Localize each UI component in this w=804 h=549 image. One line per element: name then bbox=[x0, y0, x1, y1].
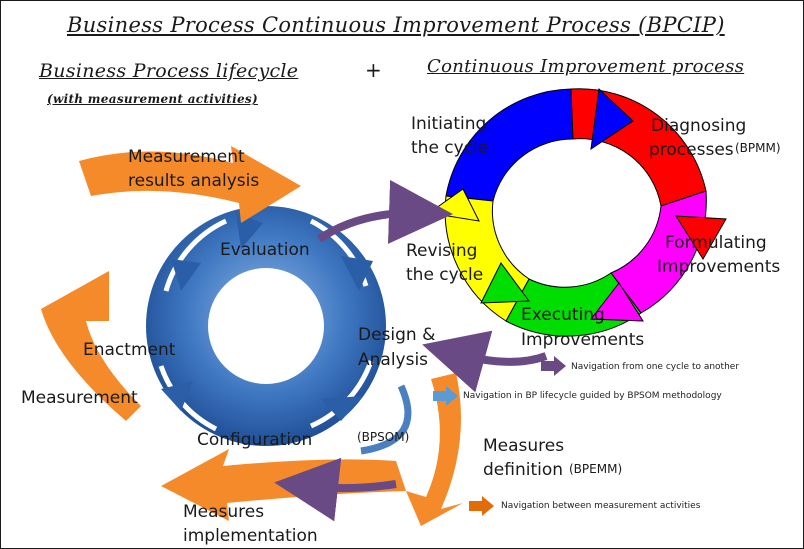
arrow-measurement bbox=[41, 271, 141, 421]
label-design-1: Design & bbox=[358, 325, 436, 345]
arrow-bpsom bbox=[360, 384, 412, 455]
legend-swatch-bpsom bbox=[433, 386, 458, 406]
label-enactment: Enactment bbox=[83, 340, 176, 360]
label-measurement: Measurement bbox=[21, 388, 138, 408]
ci-arrowhead-2 bbox=[675, 215, 727, 260]
ci-cycle bbox=[427, 87, 727, 337]
bp-ring-hole bbox=[208, 268, 324, 384]
legend-swatches bbox=[433, 356, 566, 516]
label-diagnosing-2: processes bbox=[649, 140, 734, 160]
page-title: Business Process Continuous Improvement … bbox=[67, 13, 725, 37]
plus-sign: + bbox=[365, 58, 382, 82]
label-initiating-2: the cycle bbox=[411, 138, 489, 158]
label-definition-2: definition bbox=[483, 460, 564, 480]
arrow-definition bbox=[406, 373, 463, 526]
label-bpsom-tag: (BPSOM) bbox=[357, 430, 410, 444]
navigation-arrows bbox=[274, 179, 548, 522]
bp-arrowhead-2 bbox=[341, 256, 373, 291]
ci-arrowhead-4 bbox=[480, 262, 530, 304]
arrow-eval-to-ci bbox=[316, 179, 453, 244]
label-executing-1: Executing bbox=[521, 305, 605, 325]
label-revising-1: Revising bbox=[406, 241, 478, 261]
legend-text-bpsom: Navigation in BP lifecycle guided by BPS… bbox=[463, 391, 722, 401]
left-subheading: (with measurement activities) bbox=[47, 92, 258, 106]
legend-swatch-cycle bbox=[541, 356, 566, 376]
label-definition-1: Measures bbox=[483, 436, 565, 456]
label-definition-tag: (BPEMM) bbox=[569, 462, 623, 476]
label-diagnosing-tag: (BPMM) bbox=[735, 141, 781, 155]
bp-arrowhead-1 bbox=[236, 213, 263, 249]
ci-arrowhead-1 bbox=[590, 87, 634, 151]
legend-text-measure: Navigation between measurement activitie… bbox=[501, 501, 701, 511]
ci-arrowhead-3 bbox=[590, 282, 644, 322]
label-impl-2: implementation bbox=[183, 526, 318, 546]
label-impl-1: Measures bbox=[183, 502, 265, 522]
arrow-impl-purple bbox=[274, 457, 397, 522]
bp-arrowhead-5 bbox=[171, 259, 201, 291]
label-diagnosing-1: Diagnosing bbox=[651, 116, 747, 136]
arrow-results-analysis bbox=[79, 146, 301, 223]
label-formulating-2: Improvements bbox=[657, 257, 781, 277]
left-heading: Business Process lifecycle bbox=[39, 60, 299, 82]
bp-arrowhead-3 bbox=[321, 396, 363, 421]
label-formulating-1: Formulating bbox=[665, 233, 767, 253]
label-initiating-1: Initiating bbox=[411, 114, 487, 134]
label-evaluation: Evaluation bbox=[220, 240, 310, 260]
label-results-2: results analysis bbox=[128, 171, 260, 191]
bp-cycle bbox=[146, 206, 386, 446]
right-heading: Continuous Improvement process bbox=[427, 56, 745, 77]
label-revising-2: the cycle bbox=[406, 265, 484, 285]
label-configuration: Configuration bbox=[197, 430, 313, 450]
label-executing-2: Improvements bbox=[521, 330, 645, 350]
bp-arrowhead-4 bbox=[161, 381, 193, 411]
label-results-1: Measurement bbox=[128, 147, 245, 167]
arrow-ci-to-design bbox=[422, 330, 548, 393]
legend-swatch-measure bbox=[469, 496, 494, 516]
label-design-2: Analysis bbox=[358, 350, 429, 370]
legend-text-cycle: Navigation from one cycle to another bbox=[571, 362, 740, 372]
